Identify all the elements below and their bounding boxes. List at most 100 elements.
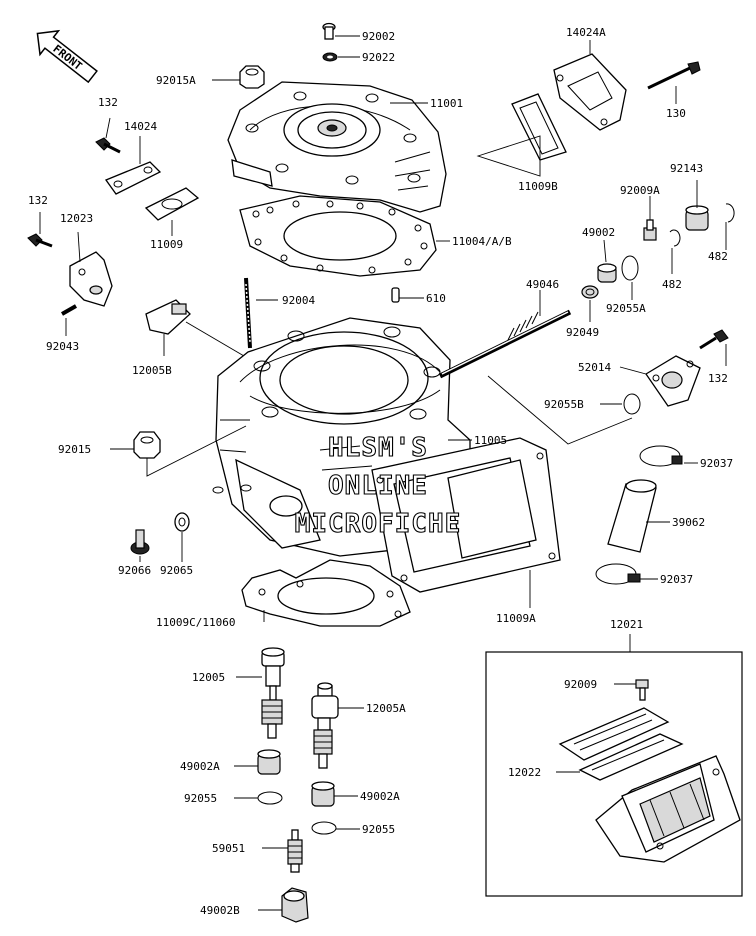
shaft-59051 [262,829,303,873]
label-12005A: 12005A [366,702,406,715]
label-92004: 92004 [282,294,315,307]
bolt-130 [647,61,701,104]
label-11005: 11005 [474,434,507,447]
valve-12005A [311,682,364,769]
label-49002A-left: 49002A [180,760,220,773]
label-92002: 92002 [362,30,395,43]
reed-stopper-plate [558,707,670,761]
bushing-92143 [685,180,709,231]
washer-92065 [174,512,190,562]
bolt-92066 [130,529,150,562]
reed-block-body [595,755,741,863]
o-ring-92055-left [234,791,283,805]
label-92066: 92066 [118,564,151,577]
o-ring-92055A [621,255,639,300]
label-39062: 39062 [672,516,705,529]
label-11009B: 11009B [518,180,558,193]
gasket-11009 [144,187,200,236]
bushing-49002 [597,239,617,283]
shaft-49046 [438,290,572,379]
label-11009C-11060: 11009C/11060 [156,616,235,629]
label-92015: 92015 [58,443,91,456]
nut-92015A [212,65,265,89]
stud-92004 [244,277,278,349]
label-49002B: 49002B [200,904,240,917]
bushing-92049 [581,285,599,322]
label-49002A-right: 49002A [360,790,400,803]
bracket-12023 [69,231,113,307]
label-610: 610 [426,292,446,305]
head-gasket-11004 [239,195,450,277]
hose-39062 [607,479,670,553]
label-482-right: 482 [708,250,728,263]
label-11009: 11009 [150,238,183,251]
reed-valve-assembly-frame [485,651,743,897]
bolt-92002 [322,22,360,40]
clip-482-left [669,229,681,274]
label-49046: 49046 [526,278,559,291]
label-92037-lower: 92037 [660,573,693,586]
washer-92022 [322,52,360,62]
watermark-line-1: HLSM'S [328,433,428,463]
actuator-12005B [145,299,245,357]
label-132-left: 132 [28,194,48,207]
label-12023: 12023 [60,212,93,225]
clamp-92037-upper [639,445,698,467]
watermark-line-3: MICROFICHE [295,509,462,539]
gasket-14024 [104,136,162,195]
label-92022: 92022 [362,51,395,64]
label-11001: 11001 [430,97,463,110]
label-92065: 92065 [160,564,193,577]
bolt-132-left [27,212,53,248]
label-482-left: 482 [662,278,682,291]
label-132-right: 132 [708,372,728,385]
label-92009A: 92009A [620,184,660,197]
bolt-132-upper [95,117,121,154]
nut-92015 [110,425,247,477]
label-130: 130 [666,107,686,120]
clip-482-right [725,203,735,250]
label-14024: 14024 [124,120,157,133]
bushing-49002B [258,887,309,923]
label-92049: 92049 [566,326,599,339]
gasket-11009A [371,437,561,608]
bushing-49002A-left [234,749,281,775]
label-132-upper: 132 [98,96,118,109]
label-52014: 52014 [578,361,611,374]
label-11009A: 11009A [496,612,536,625]
label-59051: 59051 [212,842,245,855]
label-92055A: 92055A [606,302,646,315]
label-49002: 49002 [582,226,615,239]
bolt-132-right [699,329,729,366]
label-12021: 12021 [610,618,643,631]
label-92037-upper: 92037 [700,457,733,470]
o-ring-92055B [487,375,641,445]
label-92043: 92043 [46,340,79,353]
gasket-11009B [476,93,567,177]
dowel-pin-610 [391,287,424,303]
front-arrow-label: FRONT [50,42,84,73]
base-gasket-11009C [241,559,411,627]
label-92015A: 92015A [156,74,196,87]
pin-92043 [61,304,77,336]
label-12022: 12022 [508,766,541,779]
watermark-line-2: ONLINE [328,471,428,501]
label-11004-a-b: 11004/A/B [452,235,512,248]
label-92009: 92009 [564,678,597,691]
label-92055B: 92055B [544,398,584,411]
valve-12005 [236,647,285,739]
label-92055-left: 92055 [184,792,217,805]
o-ring-92055-right [311,821,360,835]
screw-92009 [614,679,649,701]
label-12005B: 12005B [132,364,172,377]
cover-14024A [553,40,627,131]
reed-petal-12022 [556,733,684,781]
clamp-92037-lower [595,563,658,585]
label-12005: 12005 [192,671,225,684]
label-14024A: 14024A [566,26,606,39]
bushing-49002A-right [311,781,358,807]
front-arrow-icon: FRONT [36,29,98,84]
joint-52014 [619,355,701,407]
